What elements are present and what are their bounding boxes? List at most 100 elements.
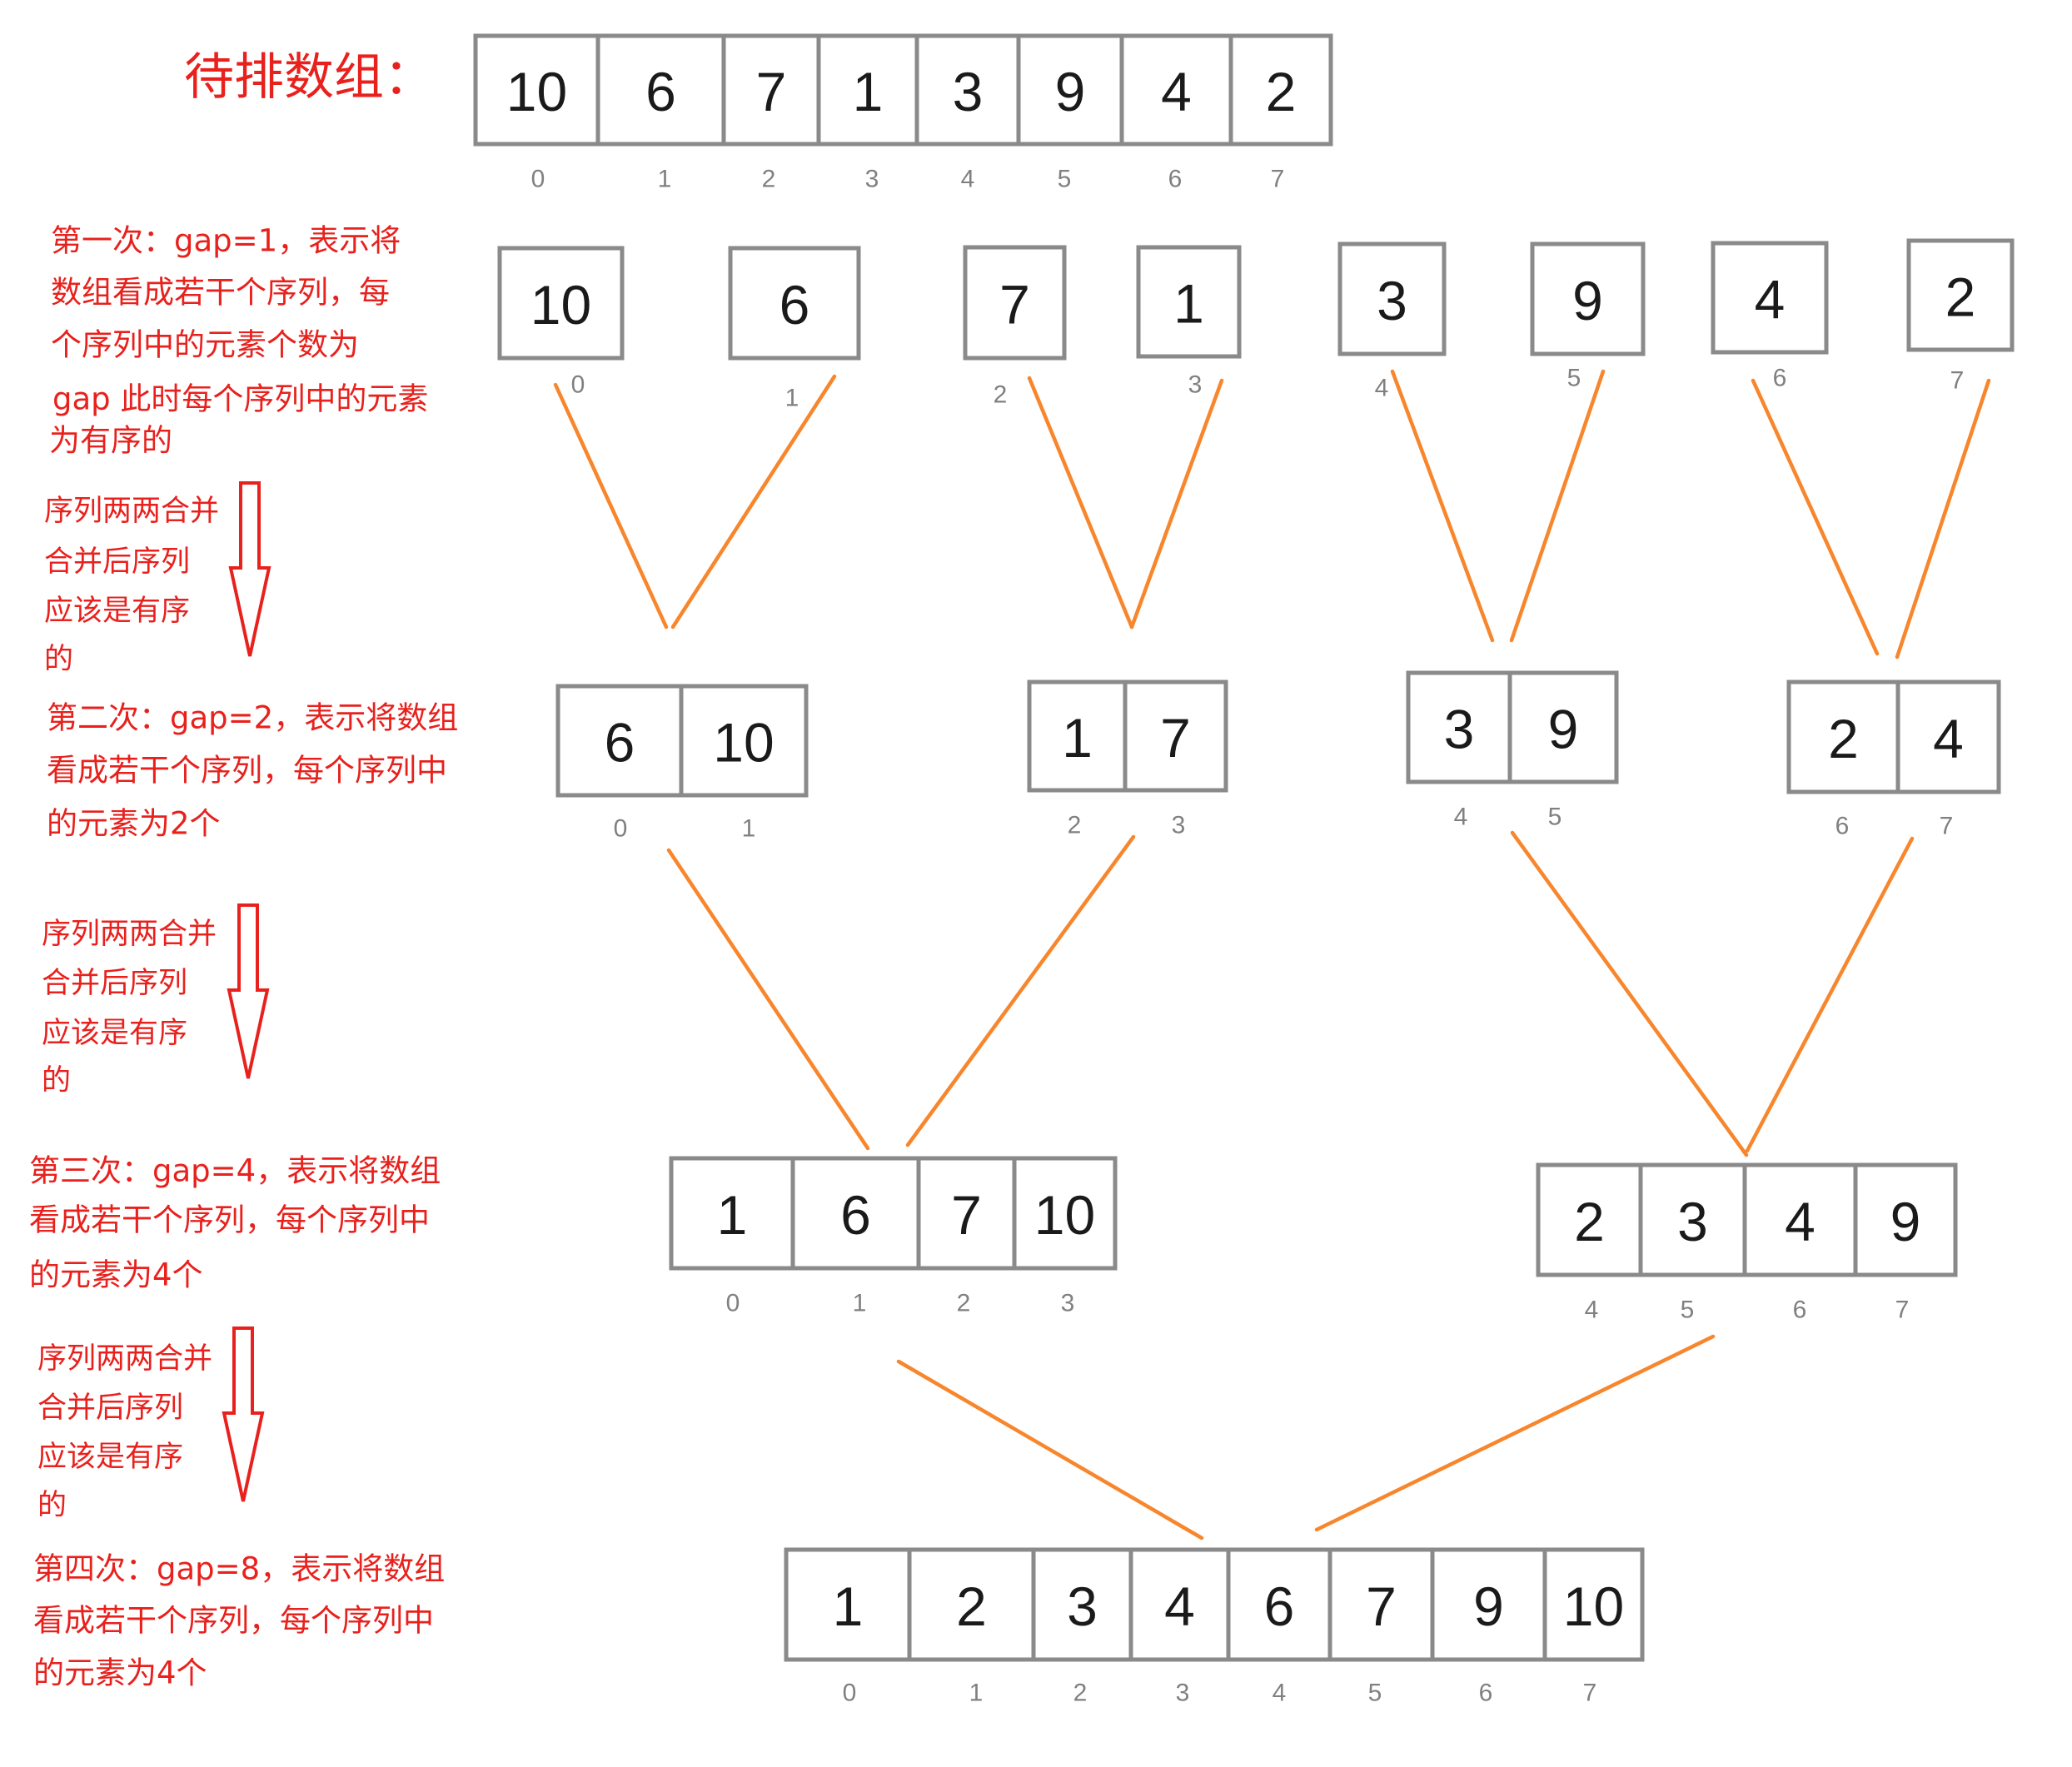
index-label: 1 bbox=[969, 1680, 984, 1707]
merge-note-line: 的 bbox=[44, 643, 73, 676]
index-label: 2 bbox=[957, 1290, 971, 1317]
merge-connector-line bbox=[1129, 378, 1224, 630]
cell-box bbox=[1530, 241, 1646, 356]
merge-connector-line bbox=[1390, 369, 1495, 643]
array-cell: 9 bbox=[1530, 241, 1646, 356]
index-label: 6 bbox=[1168, 166, 1183, 193]
cell-value: 4 bbox=[1164, 1575, 1195, 1637]
cell-value: 9 bbox=[1548, 699, 1579, 760]
array-cell: 3 bbox=[1638, 1162, 1747, 1277]
pass-3-description: 第三次：gap=4，表示将数组 看成若干个序列，每个序列中 的元素为4个 bbox=[29, 1153, 441, 1293]
down-arrow-icon bbox=[222, 1326, 265, 1502]
cell-value: 9 bbox=[1055, 61, 1086, 122]
array-cell: 9 bbox=[1507, 670, 1619, 784]
cell-box bbox=[1542, 1547, 1645, 1662]
sequence: 13 bbox=[1136, 245, 1242, 399]
index-label: 0 bbox=[843, 1680, 857, 1707]
cell-box bbox=[1123, 679, 1228, 793]
index-label: 2 bbox=[1073, 1680, 1088, 1707]
index-label: 7 bbox=[1940, 813, 1954, 840]
description-line: 第四次：gap=8，表示将数组 bbox=[33, 1551, 445, 1587]
cell-box bbox=[1228, 33, 1333, 147]
index-label: 6 bbox=[1793, 1297, 1807, 1324]
page-title: 待排数组： bbox=[184, 48, 434, 107]
cell-box bbox=[1128, 1547, 1231, 1662]
cell-value: 7 bbox=[1160, 707, 1191, 769]
array-cell: 3 bbox=[1337, 241, 1447, 356]
cell-box bbox=[595, 33, 726, 147]
cell-value: 3 bbox=[1067, 1575, 1098, 1637]
cell-value: 2 bbox=[1266, 61, 1297, 122]
index-label: 4 bbox=[1273, 1680, 1287, 1707]
index-label: 7 bbox=[1583, 1680, 1597, 1707]
array-cell: 9 bbox=[1853, 1162, 1958, 1277]
description-line: 第二次：gap=2，表示将数组 bbox=[47, 700, 458, 736]
array-cell: 7 bbox=[1327, 1547, 1435, 1662]
cell-value: 3 bbox=[1677, 1191, 1708, 1252]
merge-step-1: 序列两两合并 合并后序列 应该是有序 的 bbox=[44, 481, 271, 676]
index-label: 1 bbox=[742, 815, 756, 843]
cell-box bbox=[1012, 1156, 1118, 1271]
merge-connector-line bbox=[1509, 369, 1606, 643]
index-label: 3 bbox=[1172, 812, 1186, 839]
cell-value: 9 bbox=[1473, 1575, 1504, 1637]
cell-box bbox=[721, 33, 821, 147]
cell-value: 4 bbox=[1933, 708, 1964, 769]
merge-note-line: 应该是有序 bbox=[42, 1017, 187, 1050]
array-cell: 4 bbox=[1711, 241, 1829, 355]
merge-note-line: 序列两两合并 bbox=[37, 1342, 212, 1376]
array-cell: 2 bbox=[1536, 1162, 1643, 1277]
cell-box bbox=[728, 246, 861, 361]
description-line: 的元素为2个 bbox=[47, 806, 221, 842]
sequence: 46 bbox=[1711, 241, 1829, 392]
merge-note-line: 序列两两合并 bbox=[44, 495, 219, 528]
index-label: 2 bbox=[994, 381, 1008, 409]
cell-box bbox=[1742, 1162, 1858, 1277]
array-cell: 2 bbox=[1906, 238, 2015, 352]
sequence: 95 bbox=[1530, 241, 1646, 392]
cell-value: 1 bbox=[1173, 273, 1204, 335]
index-label: 0 bbox=[726, 1290, 740, 1317]
array-cell: 6 bbox=[1226, 1547, 1332, 1662]
down-arrow-icon bbox=[228, 481, 271, 657]
cell-value: 1 bbox=[717, 1184, 748, 1246]
cell-box bbox=[1853, 1162, 1958, 1277]
cell-value: 2 bbox=[1945, 266, 1976, 328]
index-label: 4 bbox=[1454, 804, 1468, 831]
index-label: 6 bbox=[1835, 813, 1850, 840]
sequence: 72 bbox=[963, 245, 1067, 409]
array-cell: 7 bbox=[916, 1156, 1017, 1271]
down-arrow-icon bbox=[227, 903, 270, 1079]
merge-note-line: 合并后序列 bbox=[42, 967, 187, 1000]
description-line: 看成若干个序列，每个序列中 bbox=[47, 753, 447, 789]
array-cell: 1 bbox=[816, 33, 919, 147]
index-label: 7 bbox=[1950, 367, 1965, 395]
array-cell: 10 bbox=[1012, 1156, 1118, 1271]
sequence: 27 bbox=[1906, 238, 2015, 395]
array-cell: 10 bbox=[497, 246, 625, 361]
description-line: 数组看成若干个序列，每 bbox=[51, 275, 390, 311]
cell-value: 6 bbox=[605, 712, 635, 774]
array-cell: 4 bbox=[1895, 679, 2001, 794]
merge-note-line: 序列两两合并 bbox=[42, 918, 217, 951]
index-label: 3 bbox=[1061, 1290, 1075, 1317]
merge-connector-line bbox=[1745, 836, 1915, 1153]
cell-box bbox=[1906, 238, 2015, 352]
cell-value: 4 bbox=[1161, 61, 1192, 122]
array-cell: 1 bbox=[784, 1547, 912, 1662]
cell-box bbox=[963, 245, 1067, 361]
description-line: 看成若干个序列，每个序列中 bbox=[29, 1202, 430, 1238]
cell-value: 10 bbox=[530, 274, 591, 336]
merge-note-line: 的 bbox=[42, 1064, 71, 1098]
index-label: 4 bbox=[961, 166, 975, 193]
index-label: 1 bbox=[658, 166, 672, 193]
array-cell: 6 bbox=[790, 1156, 921, 1271]
description-line: 个序列中的元素个数为 bbox=[51, 327, 359, 363]
index-label: 4 bbox=[1375, 375, 1389, 402]
sequence: 100 bbox=[497, 246, 625, 399]
merge-note-line: 合并后序列 bbox=[44, 545, 190, 579]
cell-box bbox=[679, 684, 809, 798]
